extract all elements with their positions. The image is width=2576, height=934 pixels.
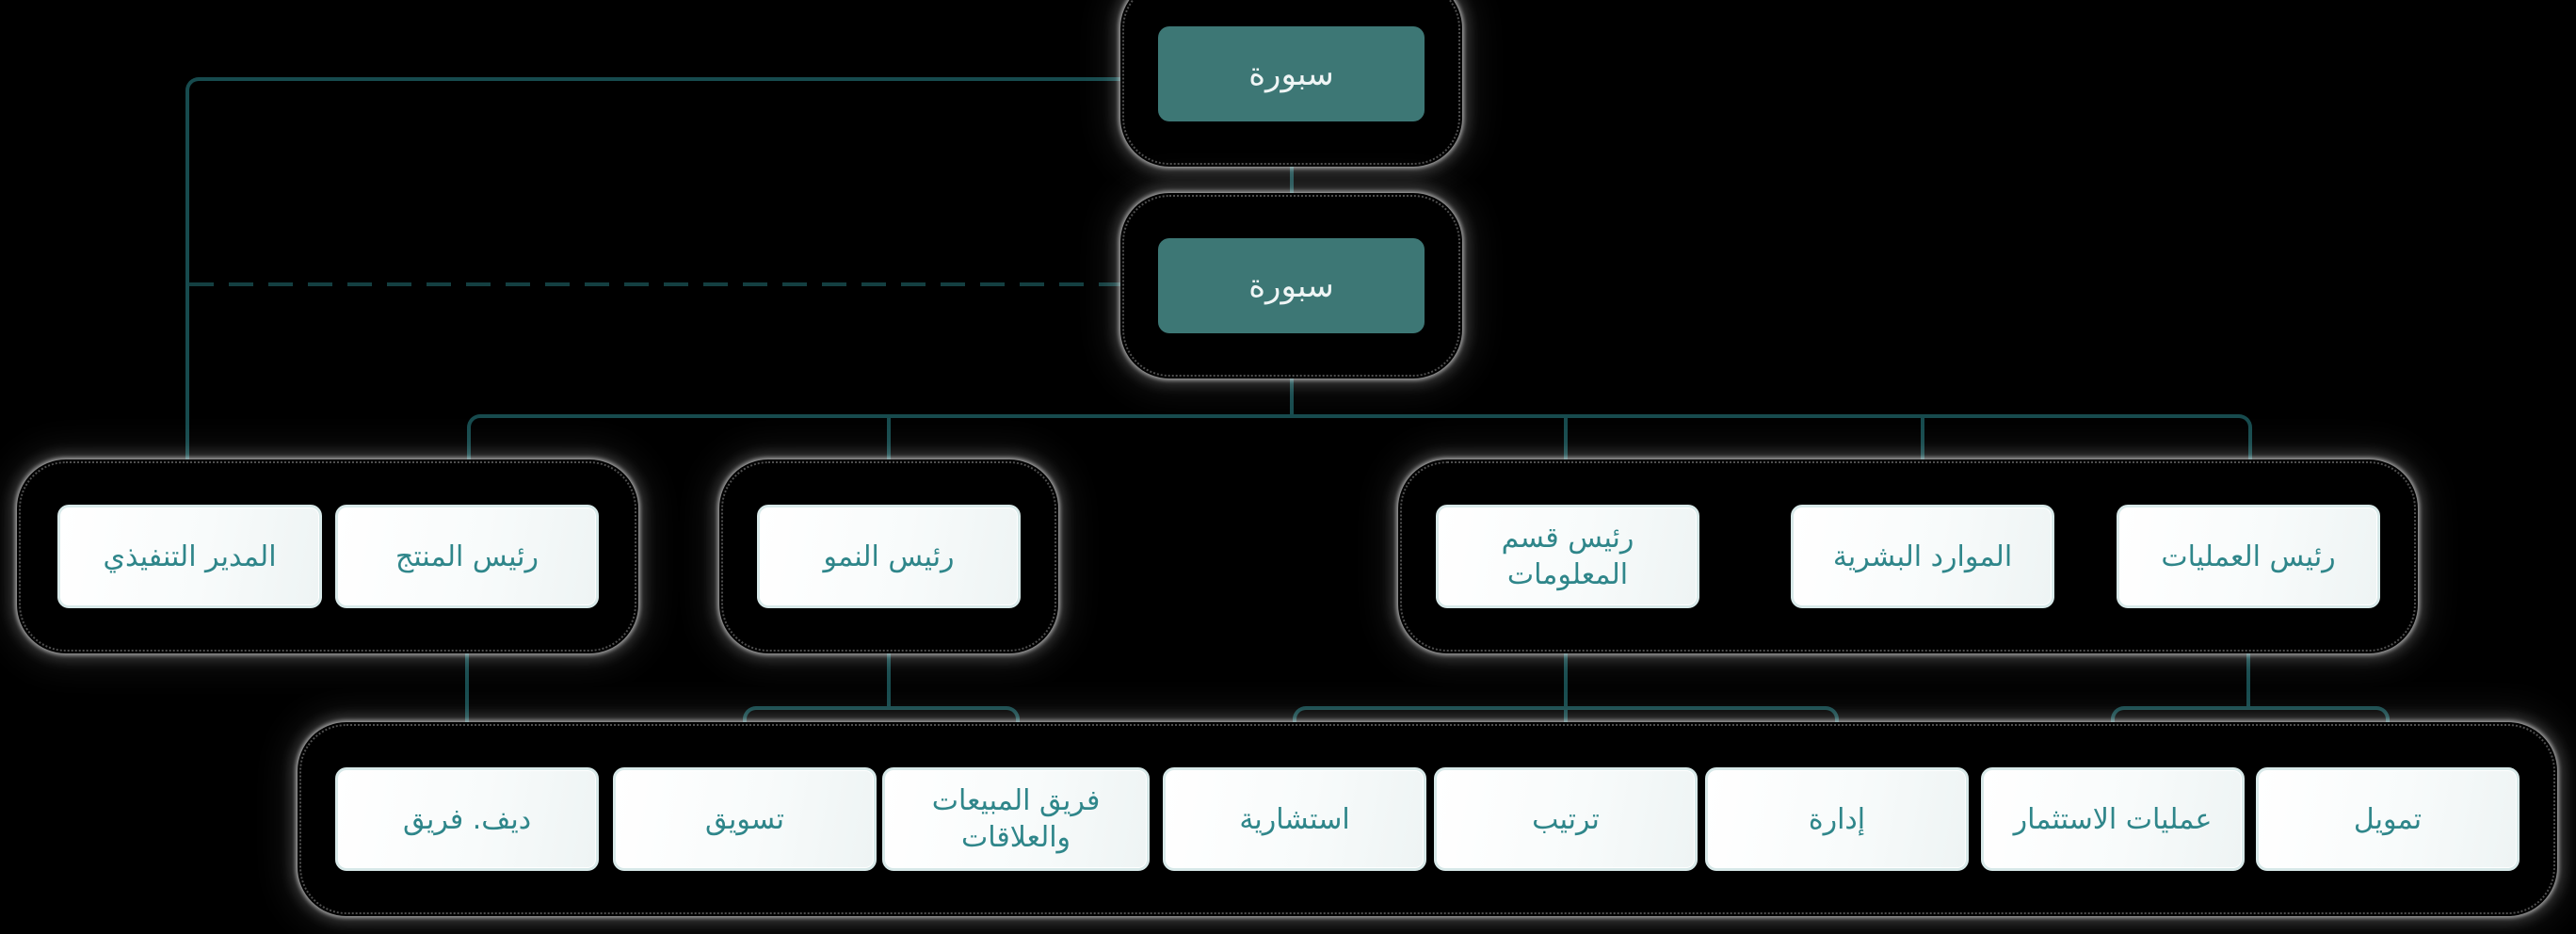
org-node-board-1[interactable]: سبورة [1158, 26, 1425, 121]
org-node-consulting-label: استشارية [1239, 802, 1350, 836]
org-node-head-of-product[interactable]: رئيس المنتج [335, 505, 599, 608]
org-node-head-of-operations-label: رئيس العمليات [2161, 539, 2336, 573]
org-node-board-2[interactable]: سبورة [1158, 238, 1425, 333]
org-node-marketing[interactable]: تسويق [613, 767, 877, 871]
org-node-head-of-growth[interactable]: رئيس النمو [757, 505, 1021, 608]
org-node-investment-operations[interactable]: عمليات الاستثمار [1981, 767, 2245, 871]
org-node-executive-director[interactable]: المدير التنفيذي [57, 505, 322, 608]
org-node-investment-operations-label: عمليات الاستثمار [2013, 802, 2213, 836]
org-node-human-resources[interactable]: الموارد البشرية [1791, 505, 2054, 608]
org-node-ordering[interactable]: ترتيب [1434, 767, 1698, 871]
org-node-head-of-growth-label: رئيس النمو [823, 539, 955, 573]
connector-dashed-executive-to-board2 [189, 282, 1158, 286]
org-node-management[interactable]: إدارة [1705, 767, 1969, 871]
org-node-board-1-label: سبورة [1248, 55, 1334, 93]
org-node-head-of-product-label: رئيس المنتج [395, 539, 539, 573]
org-node-head-of-operations[interactable]: رئيس العمليات [2117, 505, 2380, 608]
org-node-finance-label: تمويل [2353, 802, 2423, 836]
org-node-head-of-information-label: رئيس قسم المعلومات [1501, 522, 1634, 591]
org-node-dev-team-label: ديف. فريق [402, 802, 532, 836]
org-node-sales-relations-team[interactable]: فريق المبيعات والعلاقات [882, 767, 1150, 871]
org-node-head-of-information[interactable]: رئيس قسم المعلومات [1436, 505, 1699, 608]
org-node-finance[interactable]: تمويل [2256, 767, 2520, 871]
org-node-marketing-label: تسويق [705, 802, 784, 836]
connector-product-to-devteam [465, 608, 469, 767]
org-node-consulting[interactable]: استشارية [1163, 767, 1426, 871]
org-node-sales-relations-team-label: فريق المبيعات والعلاقات [931, 784, 1101, 854]
connector-information-feed [1564, 608, 1568, 767]
connector-root-to-executive-director [185, 77, 1158, 505]
org-node-human-resources-label: الموارد البشرية [1832, 539, 2013, 573]
connector-operations-feed [2246, 608, 2250, 706]
org-node-board-2-label: سبورة [1248, 266, 1334, 305]
connector-growth-feed [887, 608, 891, 706]
org-node-dev-team[interactable]: ديف. فريق [335, 767, 599, 871]
org-node-executive-director-label: المدير التنفيذي [103, 539, 277, 573]
connector-board1-to-board2 [1290, 121, 1294, 238]
org-node-ordering-label: ترتيب [1532, 802, 1600, 836]
org-node-management-label: إدارة [1808, 802, 1866, 836]
